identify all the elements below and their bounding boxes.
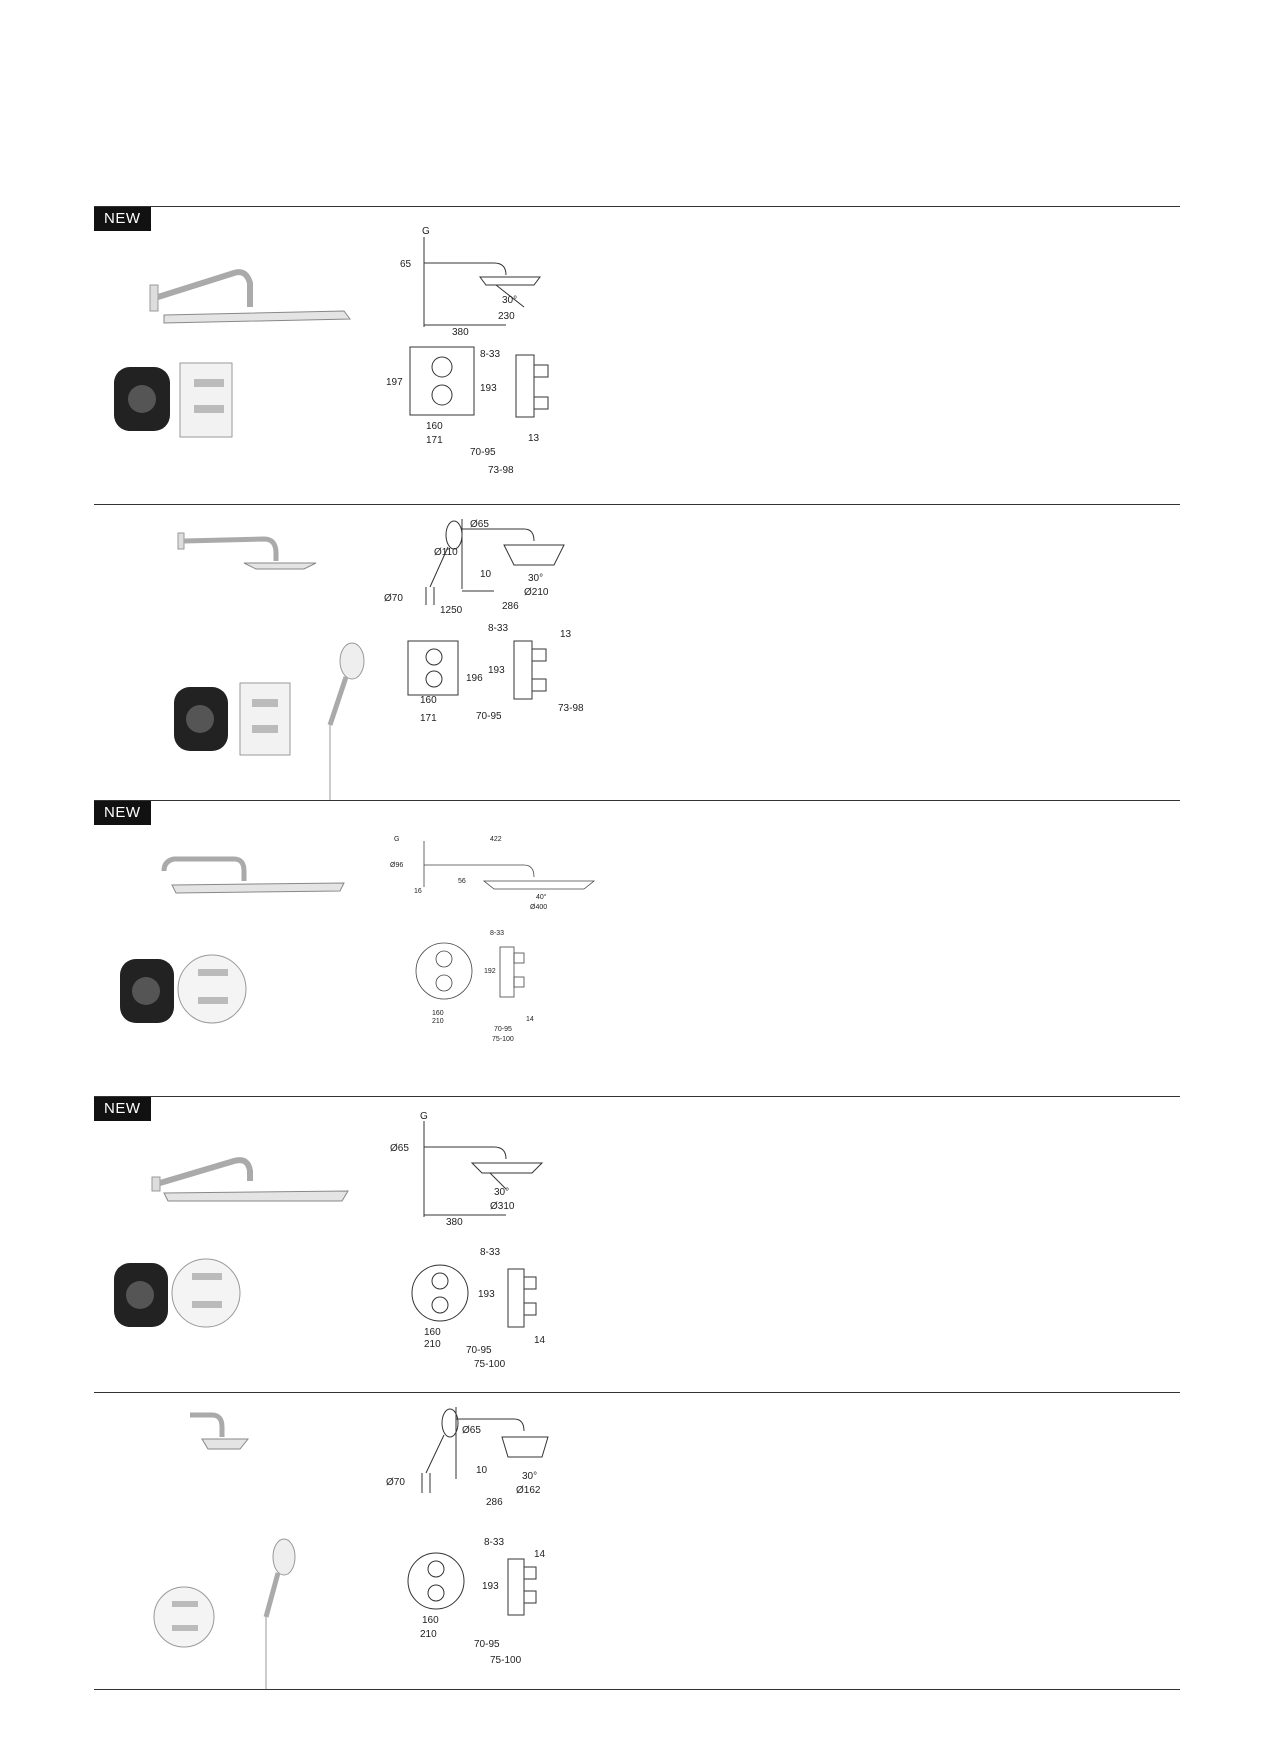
dim-angle: 40° — [536, 893, 547, 901]
dim-plate-width: 210 — [424, 1339, 441, 1350]
dim-projection: 14 — [534, 1549, 546, 1560]
dim-hand-head: Ø110 — [434, 547, 458, 558]
dim-install-depth: 70-95 — [494, 1026, 512, 1033]
dim-arm-length: 380 — [446, 1217, 463, 1228]
dim-plate-width: 171 — [426, 435, 443, 446]
dim-angle: 30° — [522, 1471, 537, 1482]
product-images — [94, 801, 394, 1097]
dim-spacing: 193 — [478, 1289, 495, 1300]
round-thermostat-valve-image — [114, 1258, 241, 1328]
dim-arm-length: 422 — [490, 836, 502, 843]
dim-head-size: Ø310 — [490, 1201, 515, 1212]
product-row-4: NEW — [94, 1096, 1180, 1393]
technical-drawing: G 65 30° 230 380 197 160 171 8-33 193 70… — [384, 207, 714, 503]
technical-drawing: Ø110 Ø70 1250 Ø65 10 30° Ø210 286 196 16… — [384, 505, 714, 801]
dim-valve-width: 160 — [432, 1010, 444, 1017]
dim-valve-width: 160 — [420, 695, 437, 706]
product-images — [94, 505, 394, 801]
dim-projection: 14 — [534, 1335, 546, 1346]
dim-wall-plate: Ø65 — [462, 1425, 481, 1436]
dim-valve-width: 160 — [424, 1327, 441, 1338]
dim-valve-height: 196 — [466, 673, 483, 684]
product-row-2: Ø110 Ø70 1250 Ø65 10 30° Ø210 286 196 16… — [94, 504, 1180, 801]
dim-valve-height: 197 — [386, 377, 403, 388]
dim-total-depth: 75-100 — [490, 1655, 522, 1666]
product-images — [94, 1393, 394, 1689]
technical-drawing: G Ø65 30° Ø310 380 160 210 8-33 193 70-9… — [384, 1097, 714, 1393]
dim-wall-outlet: Ø70 — [384, 593, 403, 604]
large-round-rain-shower-image — [161, 856, 345, 894]
thermostat-valve-image — [114, 362, 233, 438]
dim-offset: 10 — [476, 1465, 488, 1476]
dim-depth-range: 8-33 — [480, 1247, 500, 1258]
dim-install-depth: 70-95 — [476, 711, 502, 722]
dim-offset: 16 — [414, 888, 422, 895]
technical-drawing: Ø70 Ø65 10 30° Ø162 286 160 210 8-33 193… — [384, 1393, 714, 1689]
thread-label: G — [394, 836, 399, 843]
dim-offset: 10 — [480, 569, 492, 580]
dim-projection: 13 — [560, 629, 572, 640]
dim-install-depth: 70-95 — [474, 1639, 500, 1650]
dim-head-size: 230 — [498, 311, 515, 322]
dim-install-depth: 70-95 — [466, 1345, 492, 1356]
square-rain-shower-image — [149, 269, 351, 324]
dim-plate-width: 210 — [420, 1629, 437, 1640]
dim-depth-range: 8-33 — [480, 349, 500, 360]
hand-shower-image — [327, 642, 365, 801]
dim-total-depth: 75-100 — [492, 1036, 514, 1043]
dim-head-size: Ø400 — [530, 904, 547, 911]
new-badge: NEW — [94, 207, 151, 231]
small-head-shower-image — [190, 1412, 250, 1450]
product-row-3: NEW G Ø96 — [94, 800, 1180, 1097]
dim-valve-width: 160 — [422, 1615, 439, 1626]
dim-arm-length: 286 — [502, 601, 519, 612]
dim-spacing: 193 — [480, 383, 497, 394]
dim-install-depth: 70-95 — [470, 447, 496, 458]
round-rain-shower-image — [151, 1157, 349, 1202]
dim-depth-range: 8-33 — [488, 623, 508, 634]
thread-label: G — [420, 1111, 428, 1122]
dim-projection: 14 — [526, 1016, 534, 1023]
dim-spacing: 192 — [484, 968, 496, 975]
dim-hose-length: 1250 — [440, 605, 463, 616]
round-head-shower-image — [177, 532, 317, 570]
dim-spacing: 193 — [488, 665, 505, 676]
dim-wall-plate: 65 — [400, 259, 412, 270]
hand-shower-image — [263, 1538, 296, 1689]
dim-wall-plate: Ø96 — [390, 862, 403, 869]
product-images — [94, 207, 394, 503]
dim-angle: 30° — [494, 1187, 509, 1198]
product-row-5: Ø70 Ø65 10 30° Ø162 286 160 210 8-33 193… — [94, 1392, 1180, 1690]
dim-wall-plate: Ø65 — [390, 1143, 409, 1154]
thermostat-valve-image — [174, 682, 291, 756]
dim-valve-width: 160 — [426, 421, 443, 432]
round-thermostat-plate-image — [153, 1586, 215, 1648]
dim-angle: 30° — [528, 573, 543, 584]
dim-plate-width: 210 — [432, 1018, 444, 1025]
technical-drawing: G Ø96 16 56 422 40° Ø400 192 160 210 8-3… — [384, 801, 714, 1097]
product-images — [94, 1097, 394, 1393]
dim-depth-range: 8-33 — [484, 1537, 504, 1548]
dim-depth-range: 8-33 — [490, 930, 504, 937]
product-row-1: NEW — [94, 206, 1180, 503]
dim-wall-outlet: Ø70 — [386, 1477, 405, 1488]
dim-wall-plate: Ø65 — [470, 519, 489, 530]
dim-arm-drop: 56 — [458, 878, 466, 885]
dim-plate-width: 171 — [420, 713, 437, 724]
dim-total-depth: 75-100 — [474, 1359, 506, 1370]
thread-label: G — [422, 226, 430, 237]
dim-head-size: Ø162 — [516, 1485, 541, 1496]
dim-arm-length: 286 — [486, 1497, 503, 1508]
dim-total-depth: 73-98 — [558, 703, 584, 714]
dim-angle: 30° — [502, 295, 517, 306]
new-badge: NEW — [94, 1097, 151, 1121]
round-thermostat-valve-image — [120, 954, 247, 1024]
dim-projection: 13 — [528, 433, 540, 444]
dim-head-size: Ø210 — [524, 587, 549, 598]
new-badge: NEW — [94, 801, 151, 825]
dim-spacing: 193 — [482, 1581, 499, 1592]
dim-total-depth: 73-98 — [488, 465, 514, 476]
dim-arm-length: 380 — [452, 327, 469, 338]
